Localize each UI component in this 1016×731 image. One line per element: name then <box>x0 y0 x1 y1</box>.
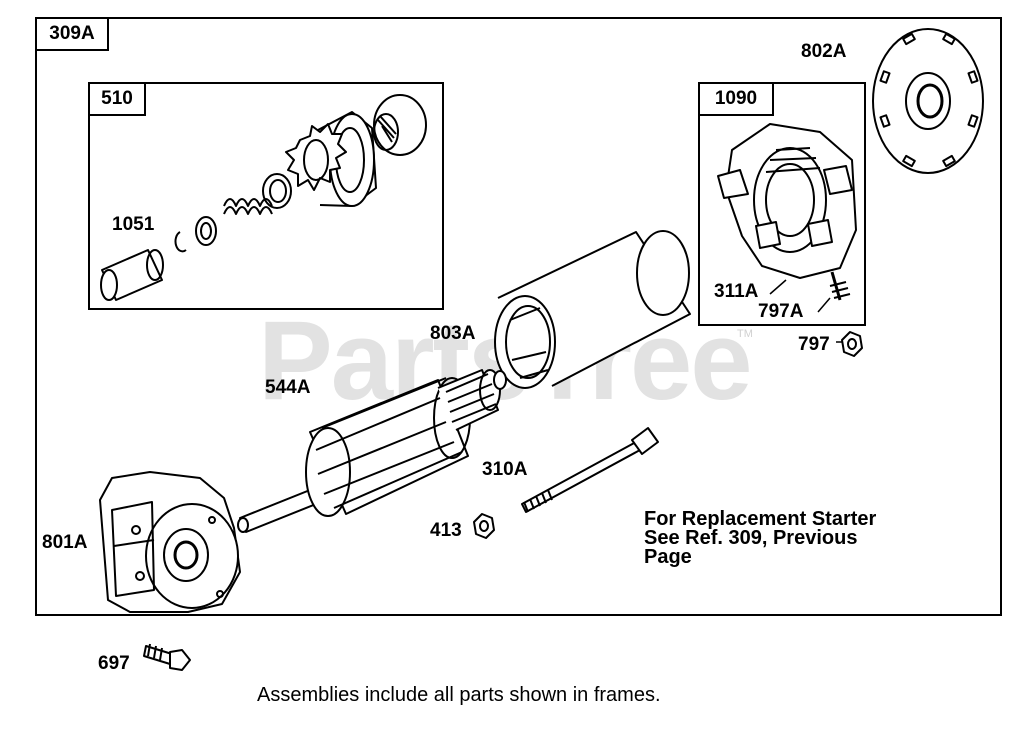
drive-gear-drawing <box>285 111 377 207</box>
nut-797-drawing <box>841 331 863 357</box>
retainer-ring-drawing <box>195 216 217 246</box>
end-cap-802a-drawing <box>872 28 984 174</box>
main-frame <box>35 17 1002 616</box>
replacement-note: For Replacement Starter See Ref. 309, Pr… <box>644 508 877 568</box>
bolt-697-drawing <box>143 643 191 671</box>
part-label-310a[interactable]: 310A <box>482 459 528 480</box>
watermark-trademark: TM <box>737 328 753 340</box>
replacement-note-line-2: See Ref. 309, Previous <box>644 527 858 549</box>
part-label-311a[interactable]: 311A <box>714 281 759 302</box>
leader-lines <box>769 279 842 343</box>
bracket-801a-drawing <box>99 471 241 613</box>
brush-assembly-frame <box>698 82 866 326</box>
replacement-note-line-3: Page <box>644 546 692 568</box>
stop-collar-drawing <box>373 94 427 156</box>
brush-assembly-ref: 1090 <box>698 82 774 116</box>
nut-413-drawing <box>473 513 495 539</box>
sleeve-drawing <box>100 249 164 301</box>
drive-assembly-ref: 510 <box>88 82 146 116</box>
through-bolt-310a-drawing <box>521 427 659 513</box>
clip-ring-drawing <box>174 231 187 253</box>
part-label-544a[interactable]: 544A <box>265 377 311 398</box>
main-frame-ref: 309A <box>35 17 109 51</box>
drive-assembly-frame <box>88 82 444 310</box>
part-label-797a[interactable]: 797A <box>758 301 804 322</box>
spring-drawing <box>223 198 273 215</box>
spring-cup-drawing <box>262 173 292 209</box>
part-label-801a[interactable]: 801A <box>42 532 88 553</box>
replacement-note-line-1: For Replacement Starter <box>644 508 877 530</box>
armature-544a-drawing <box>237 369 507 533</box>
part-label-802a[interactable]: 802A <box>801 41 847 62</box>
assemblies-caption: Assemblies include all parts shown in fr… <box>257 684 661 706</box>
part-label-803a[interactable]: 803A <box>430 323 476 344</box>
part-label-413[interactable]: 413 <box>430 520 462 541</box>
housing-803a-drawing <box>494 230 691 389</box>
brush-holder-1090-drawing <box>717 123 857 301</box>
part-label-1051[interactable]: 1051 <box>112 214 155 235</box>
part-label-797[interactable]: 797 <box>798 334 830 355</box>
part-label-697[interactable]: 697 <box>98 653 130 674</box>
